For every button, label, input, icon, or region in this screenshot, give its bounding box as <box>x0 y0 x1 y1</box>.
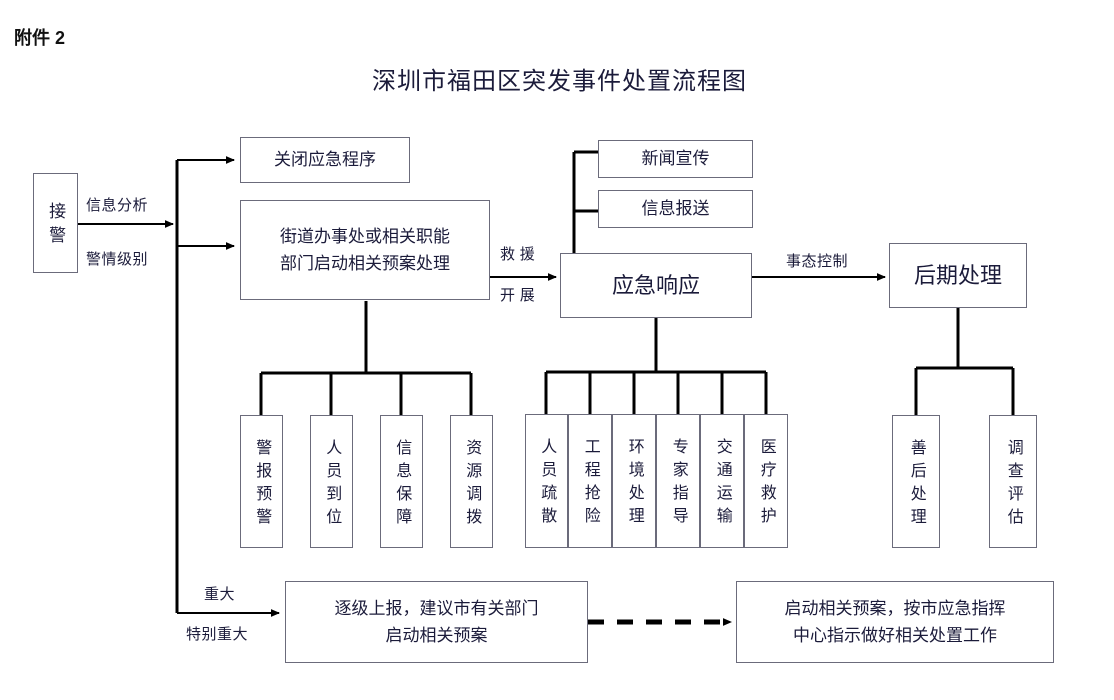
attachment-label: 附件 2 <box>14 28 66 48</box>
node-news-publicity[interactable]: 新闻宣传 <box>598 140 753 178</box>
node-response-child-6[interactable]: 医疗救护 <box>744 414 788 548</box>
node-city-plan[interactable]: 启动相关预案，按市应急指挥 中心指示做好相关处置工作 <box>736 581 1054 663</box>
node-close-procedure[interactable]: 关闭应急程序 <box>240 137 410 183</box>
node-post-processing[interactable]: 后期处理 <box>889 243 1027 308</box>
edge-label-extra-major: 特别重大 <box>186 627 249 643</box>
node-response-child-4[interactable]: 专家指导 <box>656 414 700 548</box>
edge-label-info-analysis: 信息分析 <box>86 198 149 214</box>
node-city-plan-line1: 启动相关预案，按市应急指挥 <box>784 598 1006 618</box>
node-intake[interactable]: 接警 <box>33 173 78 273</box>
node-street-child-2[interactable]: 人员到位 <box>310 415 353 548</box>
node-street-office[interactable]: 街道办事处或相关职能 部门启动相关预案处理 <box>240 200 490 300</box>
node-street-child-4[interactable]: 资源调拨 <box>450 415 493 548</box>
node-street-child-1[interactable]: 警报预警 <box>240 415 283 548</box>
node-post-child-2[interactable]: 调查评估 <box>989 415 1037 548</box>
node-street-office-line1: 街道办事处或相关职能 <box>280 226 450 246</box>
edge-label-rescue: 救 援 <box>500 247 536 263</box>
node-city-plan-line2: 中心指示做好相关处置工作 <box>793 626 997 645</box>
node-report-up[interactable]: 逐级上报，建议市有关部门 启动相关预案 <box>285 581 588 663</box>
node-response-child-3[interactable]: 环境处理 <box>612 414 656 548</box>
node-info-report[interactable]: 信息报送 <box>598 190 753 228</box>
edge-label-alert-level: 警情级别 <box>86 252 149 268</box>
node-response-child-5[interactable]: 交通运输 <box>700 414 744 548</box>
edge-label-situation-control: 事态控制 <box>786 254 849 270</box>
edge-label-major: 重大 <box>204 587 236 603</box>
node-report-up-line2: 启动相关预案 <box>385 626 488 645</box>
page-title: 深圳市福田区突发事件处置流程图 <box>372 69 747 95</box>
node-post-child-1[interactable]: 善后处理 <box>892 415 940 548</box>
edge-label-deploy: 开 展 <box>500 288 536 304</box>
node-street-office-line2: 部门启动相关预案处理 <box>280 254 450 273</box>
node-emergency-response[interactable]: 应急响应 <box>560 253 752 318</box>
node-response-child-2[interactable]: 工程抢险 <box>568 414 612 548</box>
node-response-child-1[interactable]: 人员疏散 <box>525 414 568 548</box>
node-report-up-line1: 逐级上报，建议市有关部门 <box>334 598 539 618</box>
node-street-child-3[interactable]: 信息保障 <box>380 415 423 548</box>
